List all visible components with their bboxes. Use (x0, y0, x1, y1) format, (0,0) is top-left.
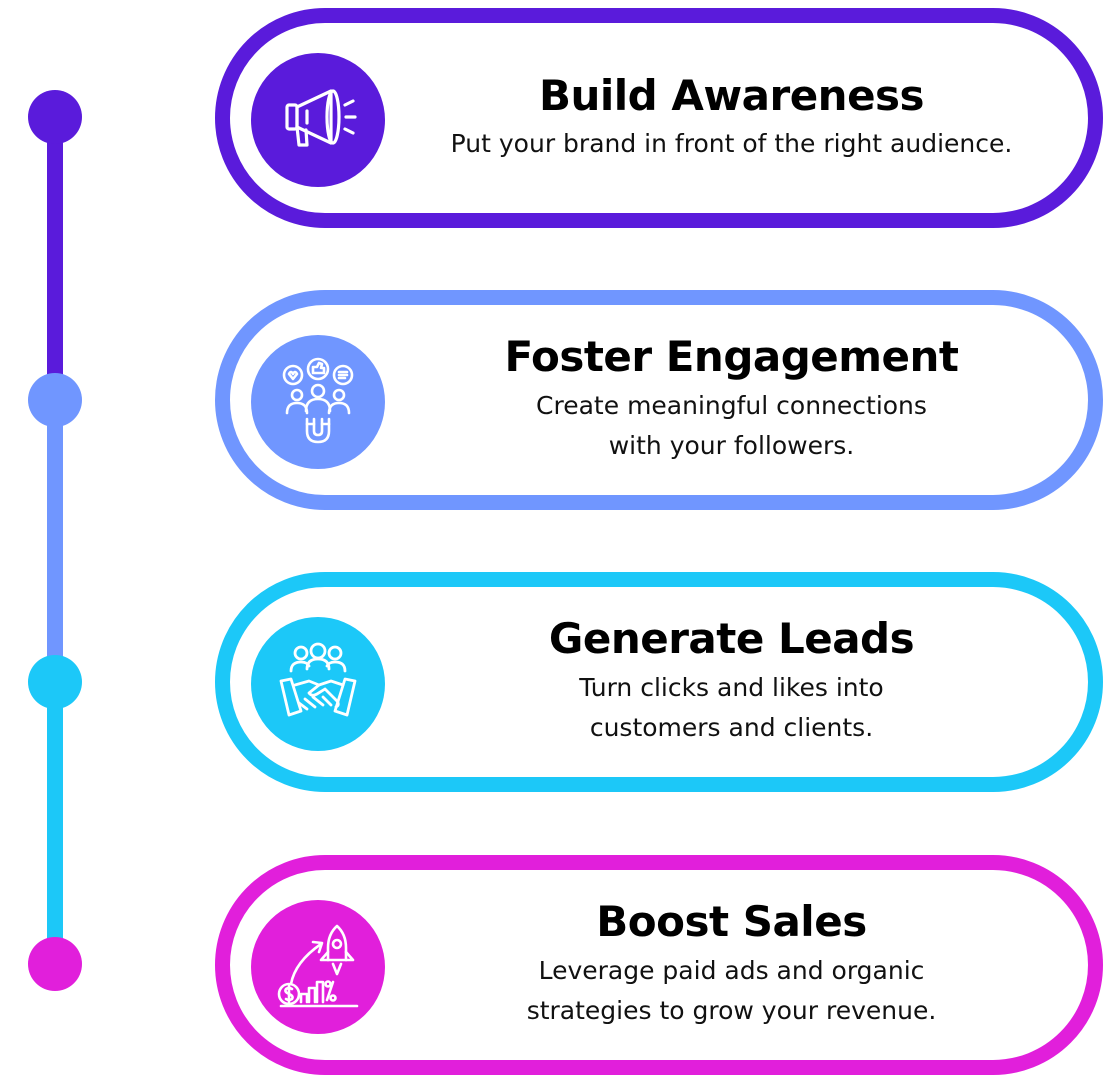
timeline-segment-2 (47, 400, 63, 684)
icon-badge (251, 900, 385, 1034)
step-description: Put your brand in front of the right aud… (450, 128, 1013, 158)
step-title: Boost Sales (596, 897, 867, 947)
timeline-segment-3 (47, 682, 63, 966)
handshake-icon (279, 642, 357, 717)
step-card-foster-engagement: Foster Engagement Create meaningful conn… (215, 290, 1103, 510)
step-description: Turn clicks and likes into customers and… (579, 672, 884, 743)
timeline-dot-2 (28, 373, 82, 427)
step-text: Generate Leads Turn clicks and likes int… (395, 587, 1068, 777)
step-text: Build Awareness Put your brand in front … (395, 23, 1068, 213)
timeline-dot-3 (28, 655, 82, 709)
step-card-generate-leads: Generate Leads Turn clicks and likes int… (215, 572, 1103, 792)
step-card-boost-sales: Boost Sales Leverage paid ads and organi… (215, 855, 1103, 1075)
timeline-dot-4 (28, 937, 82, 991)
step-title: Foster Engagement (504, 332, 959, 382)
step-description: Leverage paid ads and organic strategies… (526, 955, 937, 1026)
step-card-build-awareness: Build Awareness Put your brand in front … (215, 8, 1103, 228)
icon-badge (251, 53, 385, 187)
audience-magnet-icon (282, 357, 354, 444)
icon-badge (251, 335, 385, 469)
timeline-dot-1 (28, 90, 82, 144)
step-description: Create meaningful connections with your … (536, 390, 927, 461)
step-text: Foster Engagement Create meaningful conn… (395, 305, 1068, 495)
timeline-segment-1 (47, 118, 63, 402)
step-text: Boost Sales Leverage paid ads and organi… (395, 870, 1068, 1060)
growth-rocket-icon (277, 924, 359, 1008)
step-title: Build Awareness (538, 70, 925, 120)
step-title: Generate Leads (548, 614, 915, 664)
megaphone-icon (285, 89, 357, 147)
icon-badge (251, 617, 385, 751)
